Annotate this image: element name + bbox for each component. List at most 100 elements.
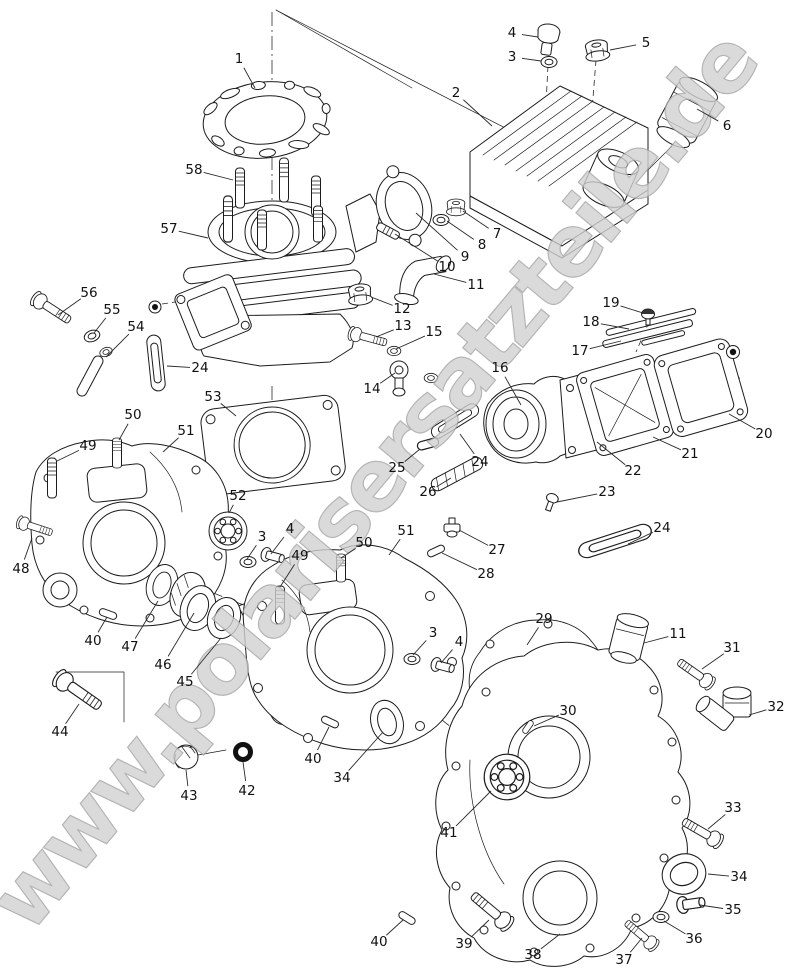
- water-spout: [608, 613, 649, 664]
- flange-nut: [346, 282, 374, 307]
- part-number-11: 11: [669, 626, 686, 642]
- reed-screw: [641, 308, 655, 326]
- part-number-14: 14: [363, 381, 380, 397]
- part-number-1: 1: [235, 51, 244, 67]
- leader-line-15: [395, 335, 426, 350]
- slotted-strap: [145, 333, 167, 393]
- part-number-37: 37: [615, 952, 632, 968]
- leader-line-38: [540, 933, 561, 950]
- part-number-25: 25: [388, 460, 405, 476]
- dowel-pin-long: [76, 355, 104, 397]
- part-number-55: 55: [103, 302, 120, 318]
- part-number-4: 4: [286, 521, 295, 537]
- part-number-49: 49: [79, 438, 96, 454]
- leader-line-11: [433, 273, 467, 283]
- leader-line-58: [203, 172, 234, 181]
- part-number-29: 29: [535, 611, 552, 627]
- part-number-38: 38: [524, 947, 541, 963]
- leader-line-1: [243, 67, 256, 89]
- washer: [82, 327, 102, 345]
- coolant-elbow-fitting: [695, 686, 752, 731]
- exhaust-flange: [174, 274, 252, 351]
- part-number-32: 32: [767, 699, 784, 715]
- cylinder-stud: [278, 157, 290, 203]
- leader-line-28: [441, 552, 478, 571]
- leader-line-36: [663, 920, 686, 935]
- part-number-52: 52: [229, 488, 246, 504]
- leader-line-50: [340, 548, 356, 559]
- part-number-13: 13: [394, 318, 411, 334]
- head-bolt: [537, 23, 561, 56]
- leader-line-17: [589, 340, 622, 350]
- leader-line-16: [504, 376, 522, 406]
- leader-line-41: [455, 790, 492, 827]
- banjo-fitting: [675, 892, 707, 915]
- coolant-elbow: [394, 255, 452, 306]
- leader-line-14: [379, 372, 396, 384]
- head-gasket: [202, 80, 331, 159]
- leader-line-51: [388, 538, 401, 556]
- leader-line-35: [699, 904, 724, 909]
- leader-line-5: [609, 44, 637, 51]
- cylinder-stud: [257, 209, 267, 251]
- lock-washer: [432, 214, 450, 226]
- cylinder: [148, 157, 381, 367]
- leader-line-13: [375, 329, 394, 338]
- part-number-8: 8: [478, 237, 487, 253]
- leader-line-12: [370, 296, 393, 306]
- exhaust-nut: [445, 198, 467, 217]
- leader-line-22: [596, 441, 626, 466]
- cylinder-stud: [222, 195, 234, 243]
- o-ring: [233, 742, 253, 762]
- part-number-20: 20: [755, 426, 772, 442]
- part-number-7: 7: [493, 226, 502, 242]
- callout-layer: 1585724356789101112131415161718192021222…: [12, 25, 784, 968]
- part-number-50: 50: [355, 535, 372, 551]
- leader-line-26: [436, 477, 452, 488]
- part-number-5: 5: [642, 35, 651, 51]
- leader-line-49: [279, 564, 295, 588]
- part-number-36: 36: [685, 931, 702, 947]
- part-number-39: 39: [455, 936, 472, 952]
- leader-line-30: [533, 714, 560, 727]
- leader-line-3: [412, 640, 427, 656]
- part-number-15: 15: [425, 324, 442, 340]
- slotted-strap: [576, 521, 654, 561]
- part-number-2: 2: [452, 85, 461, 101]
- washer: [652, 911, 670, 923]
- part-number-41: 41: [440, 825, 457, 841]
- leader-line-3: [521, 57, 542, 62]
- leader-line-29: [526, 627, 539, 646]
- part-number-10: 10: [438, 259, 455, 275]
- cover-bearing: [483, 753, 531, 801]
- part-number-40: 40: [304, 751, 321, 767]
- leader-line-52: [228, 504, 234, 514]
- part-number-28: 28: [477, 566, 494, 582]
- leader-line-40: [97, 616, 108, 633]
- part-number-51: 51: [177, 423, 194, 439]
- leader-line-40: [317, 726, 330, 751]
- part-number-35: 35: [724, 902, 741, 918]
- part-number-44: 44: [51, 724, 68, 740]
- leader-line-19: [620, 305, 644, 314]
- leader-line-50: [118, 423, 129, 441]
- leader-line-34: [348, 731, 384, 771]
- hex-bolt-long: [49, 666, 107, 716]
- part-number-18: 18: [582, 314, 599, 330]
- part-number-50: 50: [124, 407, 141, 423]
- part-number-58: 58: [185, 162, 202, 178]
- part-number-16: 16: [491, 360, 508, 376]
- leader-line-44: [65, 703, 80, 724]
- part-number-33: 33: [724, 800, 741, 816]
- cylinder-head: [469, 85, 649, 259]
- cylinder-stud: [313, 205, 323, 243]
- crank-plug: [173, 744, 227, 770]
- sealing-washer: [403, 653, 421, 665]
- leader-line-53: [220, 403, 237, 417]
- case-stud: [47, 457, 57, 499]
- part-number-34: 34: [730, 869, 747, 885]
- part-number-51: 51: [397, 523, 414, 539]
- part-number-53: 53: [204, 389, 221, 405]
- part-number-48: 48: [12, 561, 29, 577]
- cylinder-stud: [235, 167, 245, 209]
